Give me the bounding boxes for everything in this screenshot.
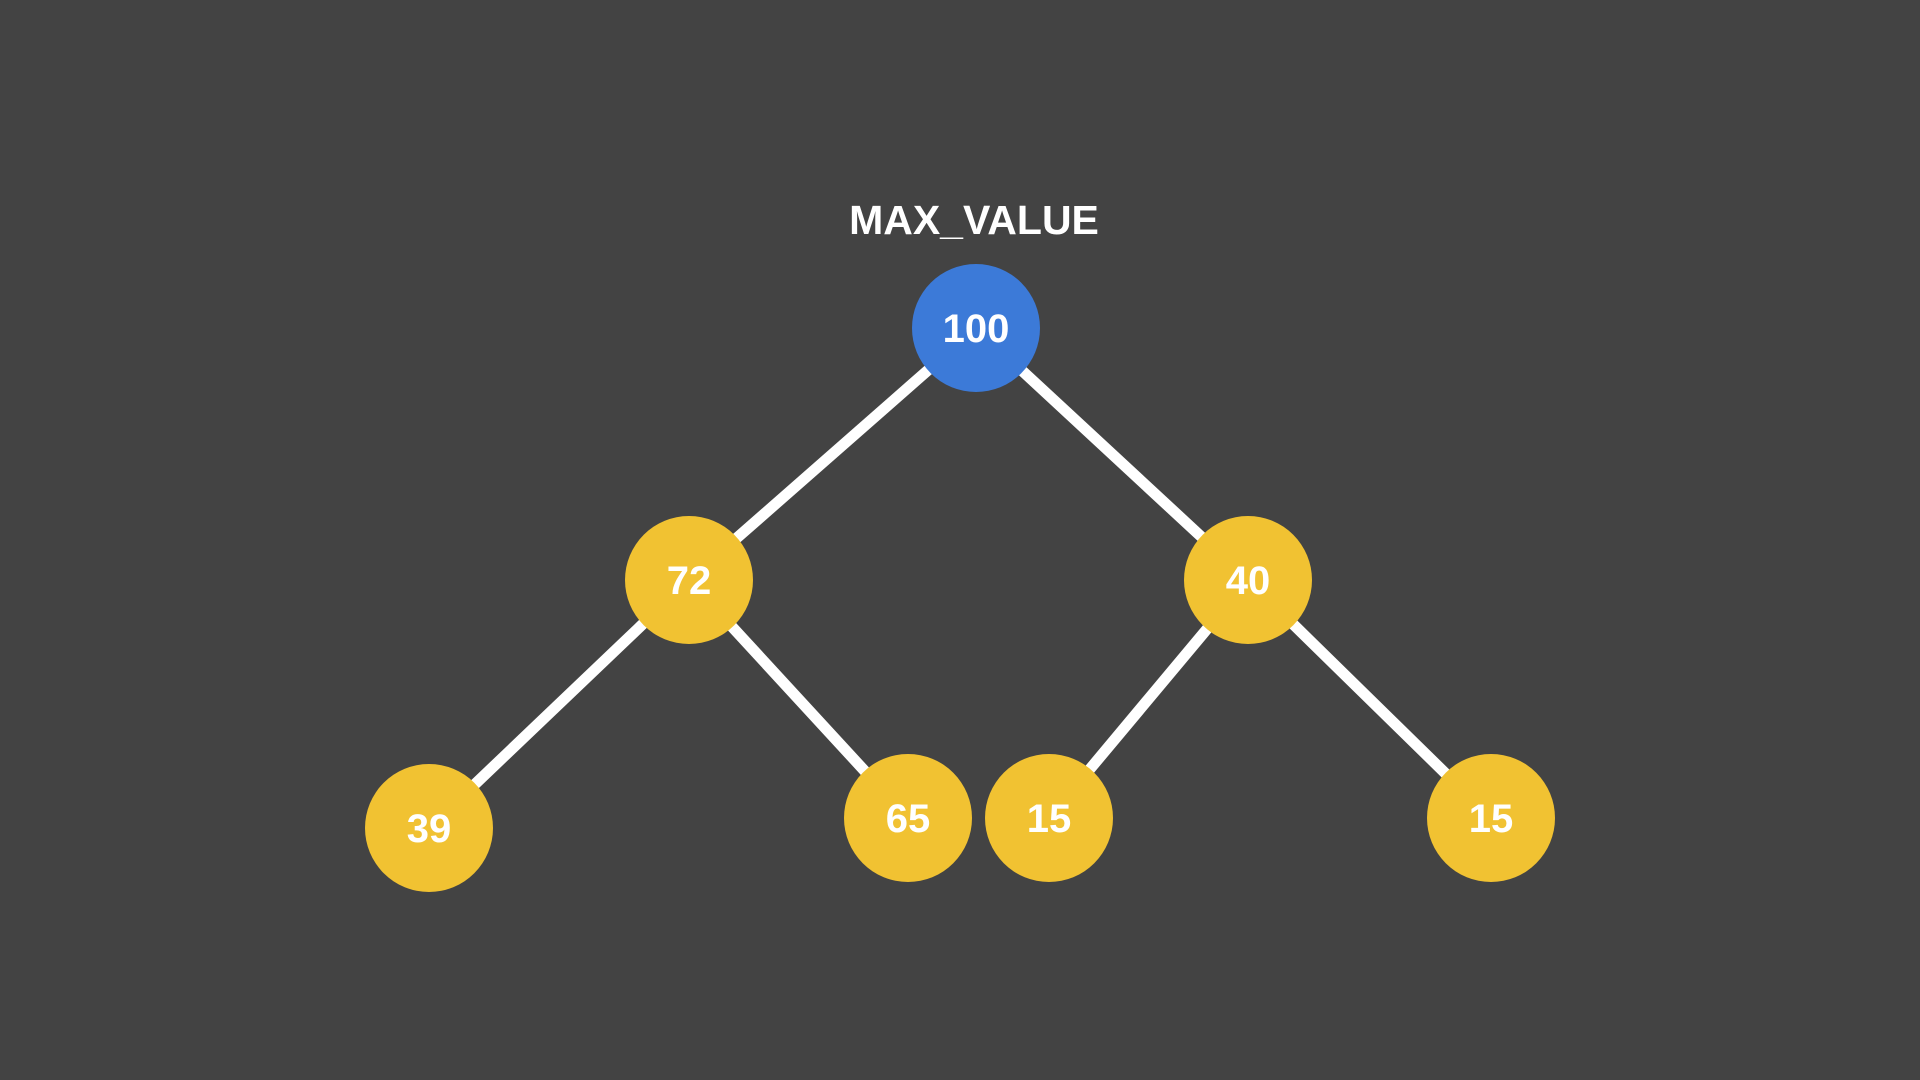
node-circle <box>365 764 493 892</box>
node-value: 15 <box>1027 797 1072 841</box>
edge-40-to-15-5 <box>1287 618 1452 780</box>
node-value: 40 <box>1226 559 1271 603</box>
root-caption: MAX_VALUE <box>849 197 1099 243</box>
node-circle <box>912 264 1040 392</box>
node-value: 15 <box>1469 797 1514 841</box>
edge-100-to-40-1 <box>1016 364 1208 544</box>
tree-node-15-6: 15 <box>1427 754 1555 882</box>
tree-node-65-4: 65 <box>844 754 972 882</box>
edge-72-to-65-3 <box>725 620 872 778</box>
node-circle <box>985 754 1113 882</box>
node-value: 72 <box>667 559 712 603</box>
tree-node-15-5: 15 <box>985 754 1113 882</box>
tree-node-39-3: 39 <box>365 764 493 892</box>
tree-edges <box>468 363 1452 791</box>
tree-node-40-2: 40 <box>1184 516 1312 644</box>
edge-40-to-15-4 <box>1083 622 1214 776</box>
tree-node-72-1: 72 <box>625 516 753 644</box>
node-value: 100 <box>943 307 1010 351</box>
edge-100-to-72-0 <box>730 363 935 545</box>
node-circle <box>1184 516 1312 644</box>
tree-nodes: 100 72 40 39 65 15 15 <box>365 264 1555 892</box>
node-circle <box>625 516 753 644</box>
node-value: 39 <box>407 807 452 851</box>
edge-72-to-39-2 <box>468 617 650 791</box>
node-value: 65 <box>886 797 931 841</box>
node-circle <box>1427 754 1555 882</box>
node-circle <box>844 754 972 882</box>
root-node-100-0: 100 <box>912 264 1040 392</box>
